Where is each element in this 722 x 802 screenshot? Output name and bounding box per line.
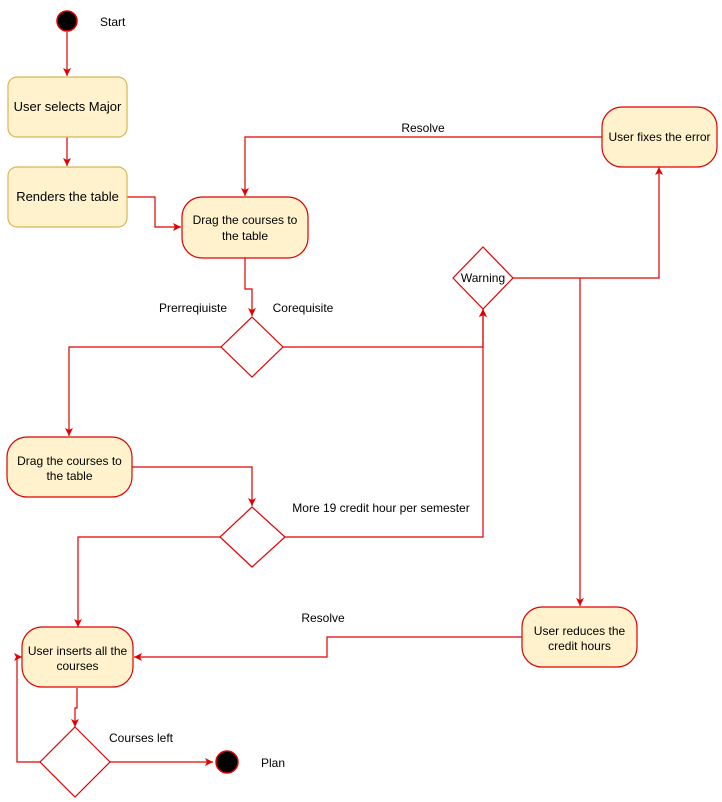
- edge-warning-to-fix: [513, 167, 663, 279]
- fixes-error-node: [601, 106, 718, 168]
- requisite-decision: [220, 316, 284, 378]
- edge-dragleft-to-diamond2: [132, 466, 256, 506]
- plan-end-node: [215, 750, 239, 774]
- reduces-hours-line1: User reduces the: [534, 624, 626, 638]
- edges: [14, 32, 663, 766]
- edge-diamond1-to-dragleft: [65, 346, 221, 436]
- render-table-label: Renders the table: [16, 189, 119, 204]
- edge-label-corequisite: Corequisite: [273, 301, 334, 315]
- drag-courses-top-node: [181, 196, 309, 259]
- edge-diamond2-to-warning: [285, 309, 487, 538]
- reduces-hours-line2: credit hours: [548, 639, 611, 653]
- edge-inserts-to-diamond3: [71, 688, 79, 727]
- edge-fix-to-drag: [241, 136, 602, 196]
- drag-courses-top-line2: the table: [222, 229, 268, 243]
- courses-left-decision: [39, 726, 111, 798]
- inserts-courses-line1: User inserts all the: [28, 644, 128, 658]
- edge-label-resolve-bottom: Resolve: [301, 611, 345, 625]
- inserts-courses-line2: courses: [56, 659, 98, 673]
- start-node: [56, 10, 78, 32]
- edge-diamond3-loop-to-inserts: [14, 653, 40, 763]
- edge-label-courses-left: Courses left: [109, 731, 174, 745]
- fixes-error-label: User fixes the error: [608, 130, 710, 144]
- edge-diamond2-to-inserts: [74, 536, 220, 627]
- warning-label: Warning: [461, 271, 505, 285]
- start-label: Start: [100, 15, 126, 29]
- plan-label: Plan: [261, 756, 285, 770]
- edge-drag-to-diamond1: [244, 258, 256, 316]
- select-major-label: User selects Major: [14, 99, 122, 114]
- inserts-courses-node: [21, 626, 134, 688]
- warning-decision: [452, 246, 514, 310]
- edge-label-credit-hours: More 19 credit hour per semester: [292, 501, 469, 515]
- edge-label-resolve-top: Resolve: [401, 121, 445, 135]
- drag-courses-left-node: [6, 436, 133, 498]
- edge-reduce-to-inserts: [134, 636, 522, 661]
- reduces-hours-node: [521, 606, 638, 668]
- drag-courses-left-line2: the table: [46, 469, 92, 483]
- render-table-node: [7, 166, 128, 228]
- edge-label-prerequisite: Prerreqiuiste: [159, 301, 227, 315]
- drag-courses-top-line1: Drag the courses to: [193, 213, 298, 227]
- credit-hours-decision: [219, 506, 286, 568]
- edge-render-to-drag: [127, 196, 181, 231]
- select-major-node: [7, 76, 128, 138]
- drag-courses-left-line1: Drag the courses to: [17, 454, 122, 468]
